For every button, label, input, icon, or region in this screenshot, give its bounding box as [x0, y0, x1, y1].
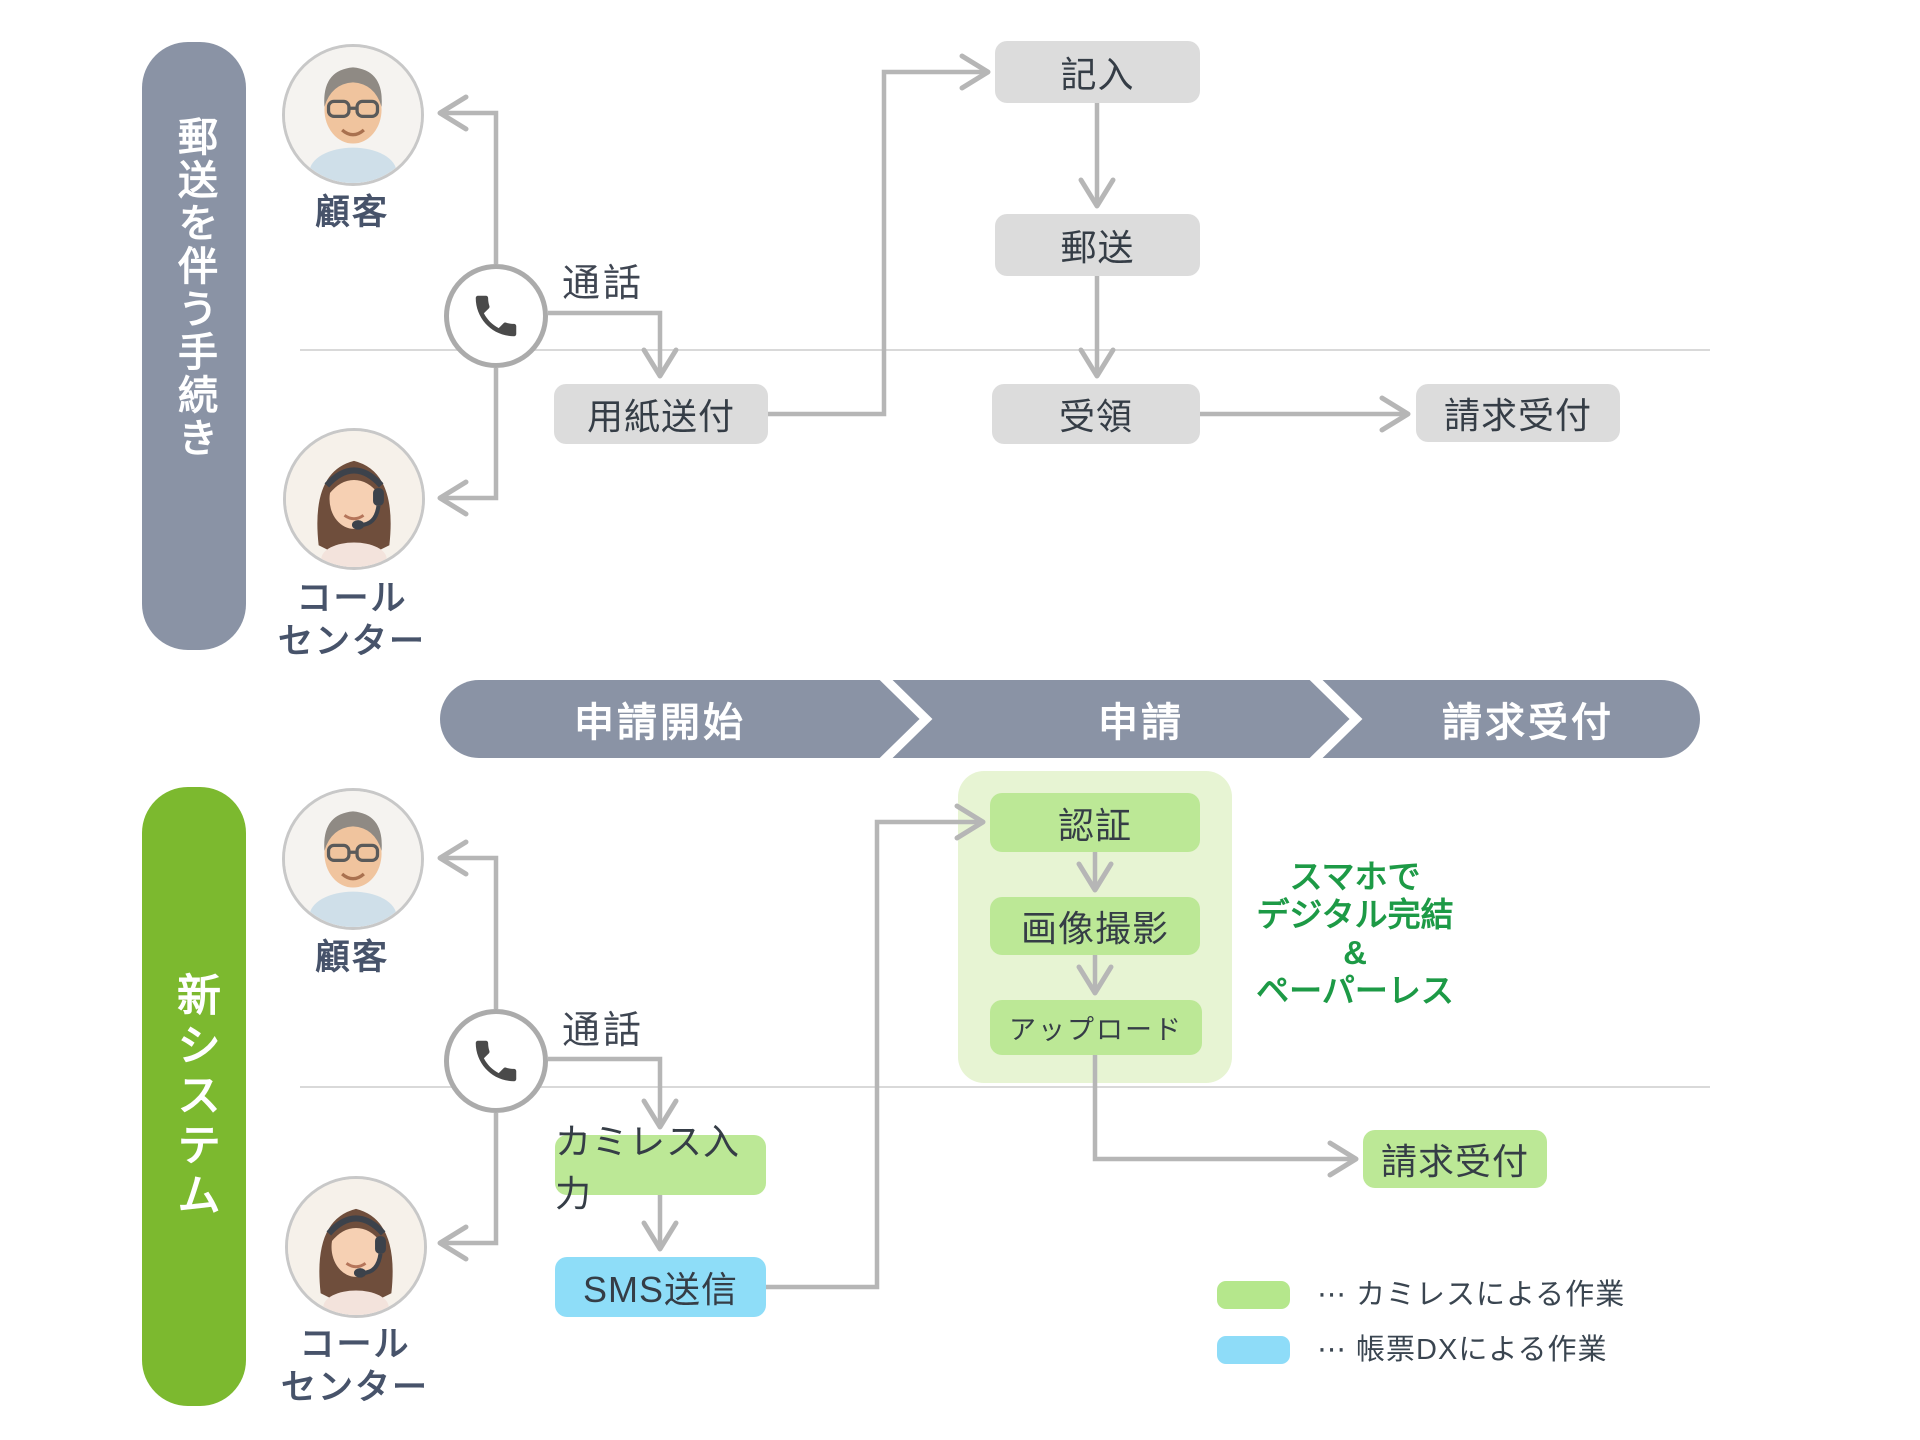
arrow-upload-to-billing-bottom — [1092, 1055, 1359, 1178]
callcenter-label-bottom: コール センター — [280, 1325, 429, 1407]
phone-handset-icon — [475, 295, 517, 337]
process-send-form: 用紙送付 — [554, 384, 768, 444]
banner-chevron-separators — [879, 680, 1363, 758]
customer-label-top: 顧客 — [314, 193, 389, 232]
phase-banner: 申請開始 申請 請求受付 — [440, 680, 1700, 758]
process-mail: 郵送 — [995, 214, 1200, 276]
lane-label-postal-procedure: 郵送を伴う手続き — [142, 42, 246, 650]
process-paperless-input: カミレス入力 — [555, 1121, 766, 1214]
legend-label-kamiresu: ⋯ カミレスによる作業 — [1317, 1279, 1626, 1311]
arrow-sendform-to-fillin — [768, 53, 991, 417]
phone-icon-bottom — [444, 1009, 548, 1113]
legend-swatch-green — [1217, 1281, 1290, 1309]
legend-label-chohyo-dx: ⋯ 帳票DXによる作業 — [1317, 1334, 1608, 1366]
phone-handset-icon — [475, 1040, 517, 1082]
customer-avatar-bottom — [282, 788, 424, 930]
customer-photo-icon — [285, 791, 421, 927]
arrow-phone-to-customer-bottom — [437, 839, 499, 1009]
process-auth: 認証 — [990, 793, 1200, 852]
phase-step-apply: 申請 — [1098, 701, 1184, 745]
callcenter-avatar-bottom — [285, 1176, 427, 1318]
legend-swatch-blue — [1217, 1336, 1290, 1364]
lane-label-postal-text: 郵送を伴う手続き — [172, 116, 216, 460]
legend-item-chohyo-dx: ⋯ 帳票DXによる作業 — [1217, 1335, 1607, 1365]
callcenter-photo-icon — [286, 431, 422, 567]
process-fill-in: 記入 — [995, 41, 1200, 103]
customer-avatar-top — [282, 44, 424, 186]
phase-step-start: 申請開始 — [574, 701, 746, 745]
process-sms-send: SMS送信 — [555, 1257, 766, 1317]
customer-photo-icon — [285, 47, 421, 183]
callcenter-label-top: コール センター — [277, 579, 426, 661]
phone-icon-top — [444, 264, 548, 368]
arrow-phone-to-paperless-input — [548, 1056, 679, 1130]
call-label-bottom: 通話 — [562, 1010, 645, 1052]
arrow-sms-to-auth — [766, 803, 986, 1290]
process-receive: 受領 — [992, 384, 1200, 444]
callcenter-avatar-top — [283, 428, 425, 570]
arrow-phone-to-callcenter-top — [437, 368, 499, 517]
arrow-phone-to-callcenter-bottom — [437, 1113, 499, 1262]
arrow-phone-to-customer-top — [437, 94, 499, 264]
arrow-phone-to-sendform — [548, 310, 679, 379]
process-upload: アップロード — [990, 1000, 1202, 1055]
customer-label-bottom: 顧客 — [314, 938, 389, 977]
phase-step-billing: 請求受付 — [1442, 701, 1614, 745]
callcenter-photo-icon — [288, 1179, 424, 1315]
call-label-top: 通話 — [562, 263, 645, 305]
smartphone-annotation: スマホで デジタル完結 & ペーパーレス — [1256, 858, 1454, 1009]
legend-item-kamiresu: ⋯ カミレスによる作業 — [1217, 1280, 1625, 1310]
lane-label-new-system: 新システム — [142, 787, 246, 1406]
process-billing-top: 請求受付 — [1416, 384, 1620, 442]
process-photo-capture: 画像撮影 — [990, 897, 1200, 955]
lane-label-new-system-text: 新システム — [170, 971, 219, 1222]
process-billing-bottom: 請求受付 — [1363, 1130, 1547, 1188]
